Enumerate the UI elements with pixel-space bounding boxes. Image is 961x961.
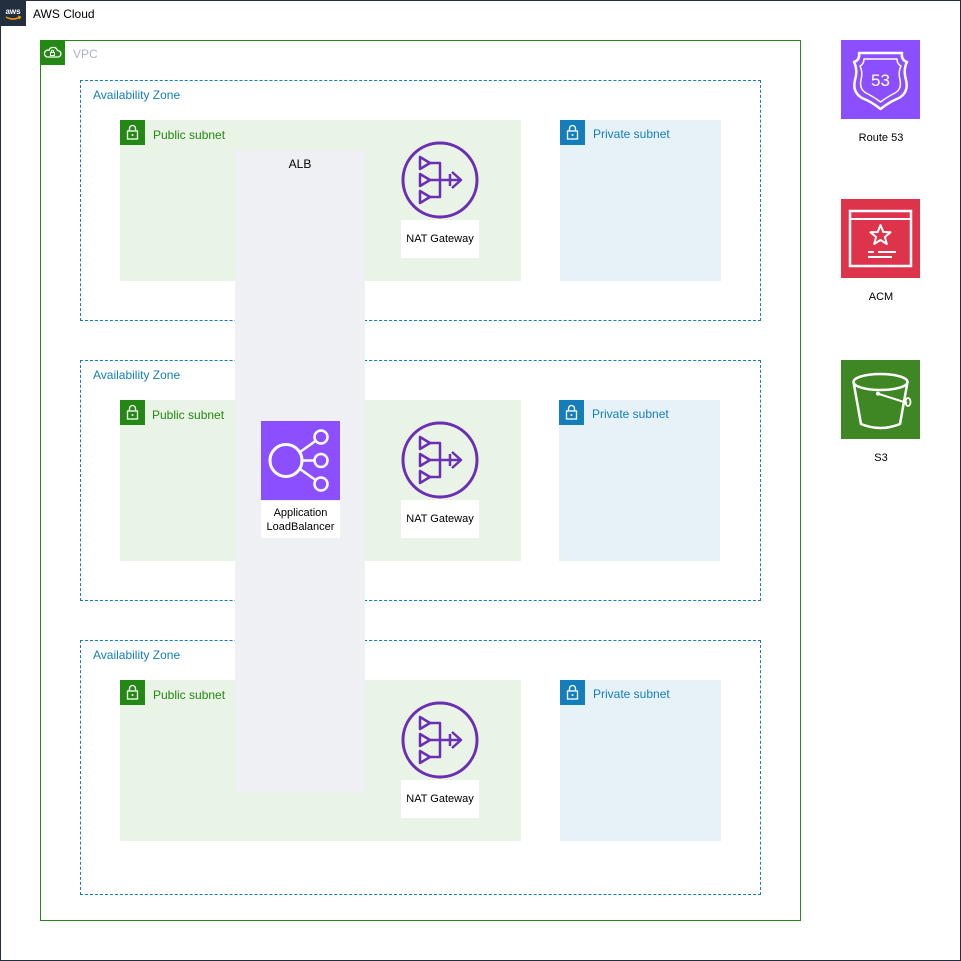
vpc-group [40, 40, 801, 921]
availability-zone-3-title: Availability Zone [93, 648, 181, 662]
application-load-balancer-label: Application LoadBalancer [261, 501, 340, 538]
private-subnet-3-title: Private subnet [593, 687, 670, 701]
route53-label: Route 53 [858, 132, 904, 144]
alb-label-line-2: LoadBalancer [266, 520, 335, 533]
nat-gateway-icon [400, 420, 480, 500]
vpc-title: VPC [73, 47, 98, 61]
availability-zone-3 [80, 640, 761, 895]
aws-logo-icon: aws [0, 0, 26, 26]
availability-zone-1 [80, 80, 761, 321]
nat-gateway-label: NAT Gateway [401, 220, 479, 258]
nat-gateway-label: NAT Gateway [401, 500, 479, 538]
alb-group-title: ALB [288, 157, 312, 171]
private-subnet-1-title: Private subnet [593, 127, 670, 141]
svg-text:53: 53 [871, 71, 890, 90]
nat-gateway-icon [400, 700, 480, 780]
nat-gateway-icon [400, 140, 480, 220]
application-load-balancer-icon [261, 421, 340, 500]
aws-cloud-title: AWS Cloud [33, 7, 95, 21]
s3-label: S3 [874, 452, 888, 464]
public-subnet-3-lock-icon [120, 680, 145, 705]
private-subnet-2-lock-icon [559, 400, 584, 425]
public-subnet-2-title: Public subnet [152, 408, 225, 422]
private-subnet-1 [560, 120, 721, 281]
public-subnet-1-lock-icon [120, 120, 145, 145]
alb-label-line-1: Application [273, 506, 328, 519]
route53-icon: 53 [841, 40, 920, 119]
acm-icon [841, 199, 920, 278]
svg-text:aws: aws [5, 7, 21, 16]
public-subnet-3-title: Public subnet [153, 688, 226, 702]
public-subnet-2-lock-icon [120, 400, 145, 425]
private-subnet-3-lock-icon [560, 680, 585, 705]
private-subnet-3 [560, 680, 721, 841]
nat-gateway-label: NAT Gateway [401, 780, 479, 818]
private-subnet-2-title: Private subnet [592, 407, 669, 421]
availability-zone-1-title: Availability Zone [93, 88, 181, 102]
acm-label: ACM [868, 291, 894, 303]
private-subnet-1-lock-icon [560, 120, 585, 145]
vpc-cloud-icon [40, 40, 65, 65]
private-subnet-2 [559, 400, 720, 561]
s3-bucket-icon [841, 360, 920, 439]
availability-zone-2 [80, 360, 761, 601]
availability-zone-2-title: Availability Zone [93, 368, 181, 382]
public-subnet-1-title: Public subnet [153, 128, 226, 142]
